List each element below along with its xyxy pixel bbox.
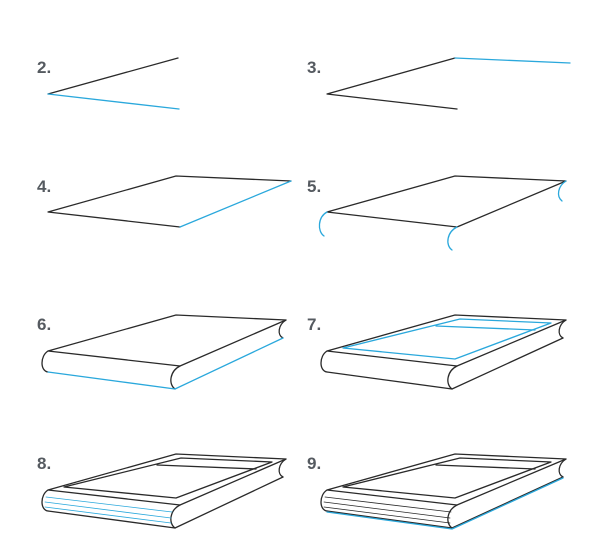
- step-2-label: 2.: [37, 58, 51, 77]
- step-6-back-spine: [278, 319, 287, 339]
- step-9-page-line: [323, 506, 451, 524]
- step-6-label: 6.: [37, 315, 51, 334]
- step-6-panel: 6.: [37, 314, 287, 390]
- step-3-top-edge: [454, 57, 571, 64]
- step-8-bottom-edge: [47, 476, 284, 529]
- step-2-front-edge: [47, 93, 180, 110]
- step-4-cover-edges: [47, 175, 292, 228]
- step-3-panel: 3.: [307, 57, 571, 110]
- step-2-back-edge: [47, 57, 179, 95]
- step-8-inner-frame: [63, 457, 273, 499]
- step-6-cover: [47, 314, 287, 367]
- step-9-front-spine: [447, 504, 458, 529]
- step-3-cover-edges: [326, 57, 458, 110]
- step-9-label: 9.: [307, 454, 321, 473]
- step-8-frame-bar: [156, 464, 257, 470]
- step-4-right-edge: [179, 180, 292, 228]
- step-9-page-line: [323, 501, 451, 519]
- step-8-page-line: [45, 496, 173, 513]
- step-8-label: 8.: [37, 454, 51, 473]
- step-7-left-spine: [320, 350, 328, 373]
- step-9-panel: 9.: [307, 453, 567, 530]
- step-8-front-spine: [170, 504, 181, 529]
- step-2-panel: 2.: [37, 57, 180, 110]
- step-5-label: 5.: [307, 177, 321, 196]
- step-5-back-spine-curve: [557, 180, 567, 202]
- step-5-front-spine-curve: [447, 226, 458, 251]
- step-9-shadow-edge: [326, 477, 564, 530]
- step-8-left-spine: [41, 489, 49, 512]
- step-9-bottom-edge: [326, 476, 564, 529]
- step-7-panel: 7.: [307, 314, 567, 390]
- step-7-back-spine: [558, 319, 567, 339]
- step-9-inner-frame: [342, 457, 552, 499]
- step-9-left-spine: [320, 489, 328, 512]
- step-7-inner-frame: [342, 318, 552, 360]
- step-7-bottom-edge: [326, 337, 564, 390]
- step-8-page-line: [44, 501, 172, 519]
- step-5-panel: 5.: [307, 175, 567, 251]
- step-6-bottom-edge: [47, 337, 284, 390]
- step-9-frame-bar: [435, 464, 536, 470]
- step-4-panel: 4.: [37, 175, 292, 228]
- step-5-cover: [326, 175, 567, 228]
- step-9-back-spine: [558, 458, 567, 478]
- step-4-label: 4.: [37, 177, 51, 196]
- step-8-back-spine: [278, 458, 287, 478]
- step-7-label: 7.: [307, 315, 321, 334]
- step-8-page-line: [44, 506, 172, 524]
- step-3-label: 3.: [307, 58, 321, 77]
- step-7-front-spine: [447, 365, 458, 390]
- step-6-left-spine: [41, 350, 49, 373]
- step-9-page-line: [324, 496, 452, 513]
- step-6-front-spine: [170, 365, 181, 390]
- step-5-left-spine-curve: [318, 211, 328, 237]
- step-8-panel: 8.: [37, 453, 287, 529]
- step-7-frame-bar: [435, 325, 536, 331]
